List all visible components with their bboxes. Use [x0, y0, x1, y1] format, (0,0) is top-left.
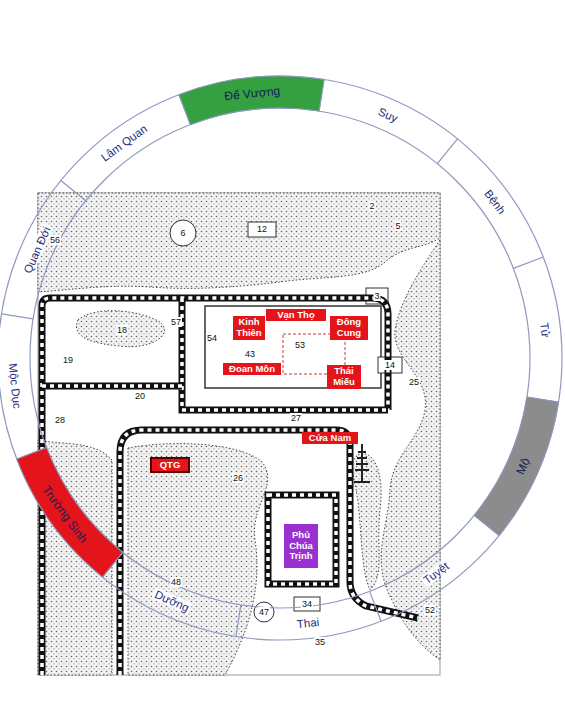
- callout-number: 56: [49, 235, 61, 245]
- island: [170, 220, 196, 246]
- map-detail: [268, 495, 336, 584]
- callout-number: 25: [408, 377, 420, 387]
- building-box: Cửa Nam: [302, 432, 358, 445]
- building-box: Đoan Môn: [223, 363, 281, 376]
- building-outline: [294, 597, 320, 611]
- callout-number: 3: [373, 291, 380, 301]
- ring-circle: [30, 108, 530, 608]
- cycle-band: Đế Vượng: [178, 70, 327, 126]
- map-detail: [42, 298, 388, 675]
- map-detail: [42, 383, 182, 390]
- building-box: Kinh Thiên: [233, 316, 265, 340]
- callout-number: 12: [256, 224, 268, 234]
- cycle-label: Mộc Dục: [7, 361, 24, 411]
- lake: [353, 454, 382, 590]
- ring-divider: [61, 181, 86, 201]
- cycle-band: Trường Sinh: [9, 441, 128, 583]
- callout-number: 57: [170, 317, 182, 327]
- callout-number: 43: [244, 349, 256, 359]
- building-outline: [248, 222, 276, 237]
- callout-number: 20: [134, 391, 146, 401]
- water-area: [128, 444, 268, 675]
- callout-number: 2: [368, 201, 375, 211]
- building-box: QTG: [150, 457, 190, 474]
- cycle-label: Tuyệt: [420, 559, 453, 588]
- building-box: Phủ Chúa Trịnh: [284, 524, 318, 569]
- map-detail: [182, 298, 388, 410]
- cycle-label: Quan Đới: [21, 223, 54, 277]
- building-outline: [254, 602, 274, 622]
- river: [381, 240, 440, 660]
- map-detail: [120, 430, 418, 675]
- cycle-label: Thai: [294, 615, 321, 630]
- band-fill: [9, 441, 128, 583]
- building-name: Phủ Chúa Trịnh: [286, 530, 316, 563]
- building-name: Vạn Thọ: [268, 310, 324, 321]
- citadel-walls: [42, 298, 418, 675]
- building-box: Đông Cung: [330, 316, 368, 340]
- callout-number: 48: [170, 577, 182, 587]
- building-name: Thái Miếu: [329, 366, 359, 388]
- callout-number: 27: [290, 413, 302, 423]
- ring-divider: [236, 605, 241, 637]
- callout-number: 5: [394, 221, 401, 231]
- callout-number: 18: [116, 325, 128, 335]
- ring-divider: [1, 314, 33, 319]
- callout-number: 6: [179, 228, 186, 238]
- band-fill: [471, 390, 565, 540]
- palace-inner-wall: [205, 306, 381, 388]
- callout-number: 14: [384, 360, 396, 370]
- cycle-label: Suy: [375, 105, 402, 126]
- band-fill: [178, 70, 327, 126]
- ring-circle: [0, 76, 562, 640]
- cycle-label: Bệnh: [481, 186, 509, 218]
- callout-number: 47: [258, 607, 270, 617]
- map-detail: [268, 495, 336, 584]
- cycle-label: Dưỡng: [151, 587, 193, 614]
- callout-number: 53: [294, 340, 306, 350]
- map-detail: [42, 384, 182, 388]
- map-detail: [120, 430, 418, 675]
- building-name: Cửa Nam: [304, 433, 356, 444]
- callout-number: 34: [301, 599, 313, 609]
- pagoda-symbol: [354, 444, 370, 482]
- ring-divider: [513, 257, 543, 268]
- building-box: Vạn Thọ: [266, 309, 326, 322]
- map-detail: [354, 444, 370, 482]
- lake: [76, 311, 164, 347]
- map-detail: [42, 298, 388, 675]
- cycle-label: Tử: [538, 320, 552, 340]
- callout-number: 52: [424, 605, 436, 615]
- map-frame: [38, 193, 440, 675]
- building-box: Thái Miếu: [327, 365, 361, 389]
- building-name: Đông Cung: [332, 317, 366, 339]
- callout-number: 19: [62, 355, 74, 365]
- callout-number: 26: [232, 473, 244, 483]
- cycle-label: Lâm Quan: [97, 121, 151, 165]
- building-name: QTG: [154, 460, 186, 471]
- building-name: Đoan Môn: [225, 364, 279, 375]
- map-detail: [182, 298, 388, 410]
- ring-divider: [437, 139, 457, 164]
- building-name: Kinh Thiên: [235, 317, 263, 339]
- callout-number: 54: [206, 333, 218, 343]
- ring-divider: [370, 591, 381, 621]
- callout-number: 35: [314, 637, 326, 647]
- water-area: [38, 193, 440, 292]
- cycle-band: Mộ: [471, 390, 565, 540]
- callout-number: 28: [54, 415, 66, 425]
